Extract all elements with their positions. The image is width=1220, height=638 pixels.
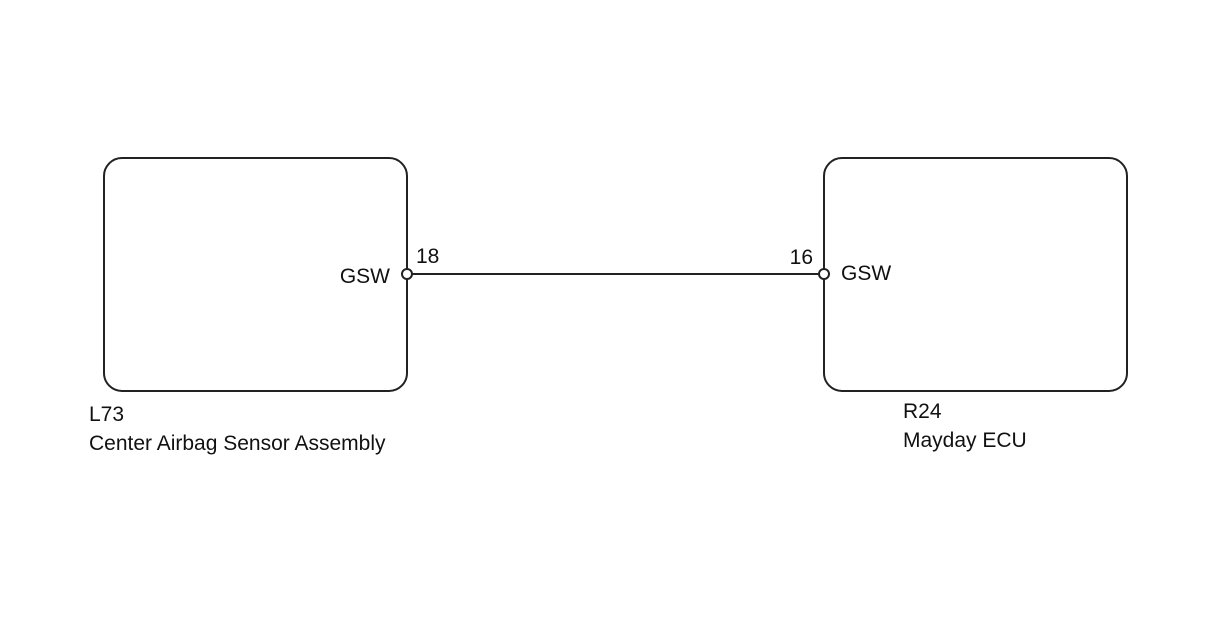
component-label-r24: R24 Mayday ECU <box>903 397 1027 455</box>
component-label-l73: L73 Center Airbag Sensor Assembly <box>89 400 385 458</box>
component-code-l73: L73 <box>89 403 125 426</box>
component-name-l73: Center Airbag Sensor Assembly <box>89 432 386 455</box>
component-code-r24: R24 <box>903 400 942 423</box>
pin-signal-r24: GSW <box>841 262 891 285</box>
pin-number-l73: 18 <box>416 245 439 268</box>
terminal-l73-pin <box>401 268 413 280</box>
component-name-r24: Mayday ECU <box>903 429 1027 452</box>
pin-signal-l73: GSW <box>340 265 390 288</box>
pin-number-r24: 16 <box>790 246 813 269</box>
terminal-r24-pin <box>818 268 830 280</box>
